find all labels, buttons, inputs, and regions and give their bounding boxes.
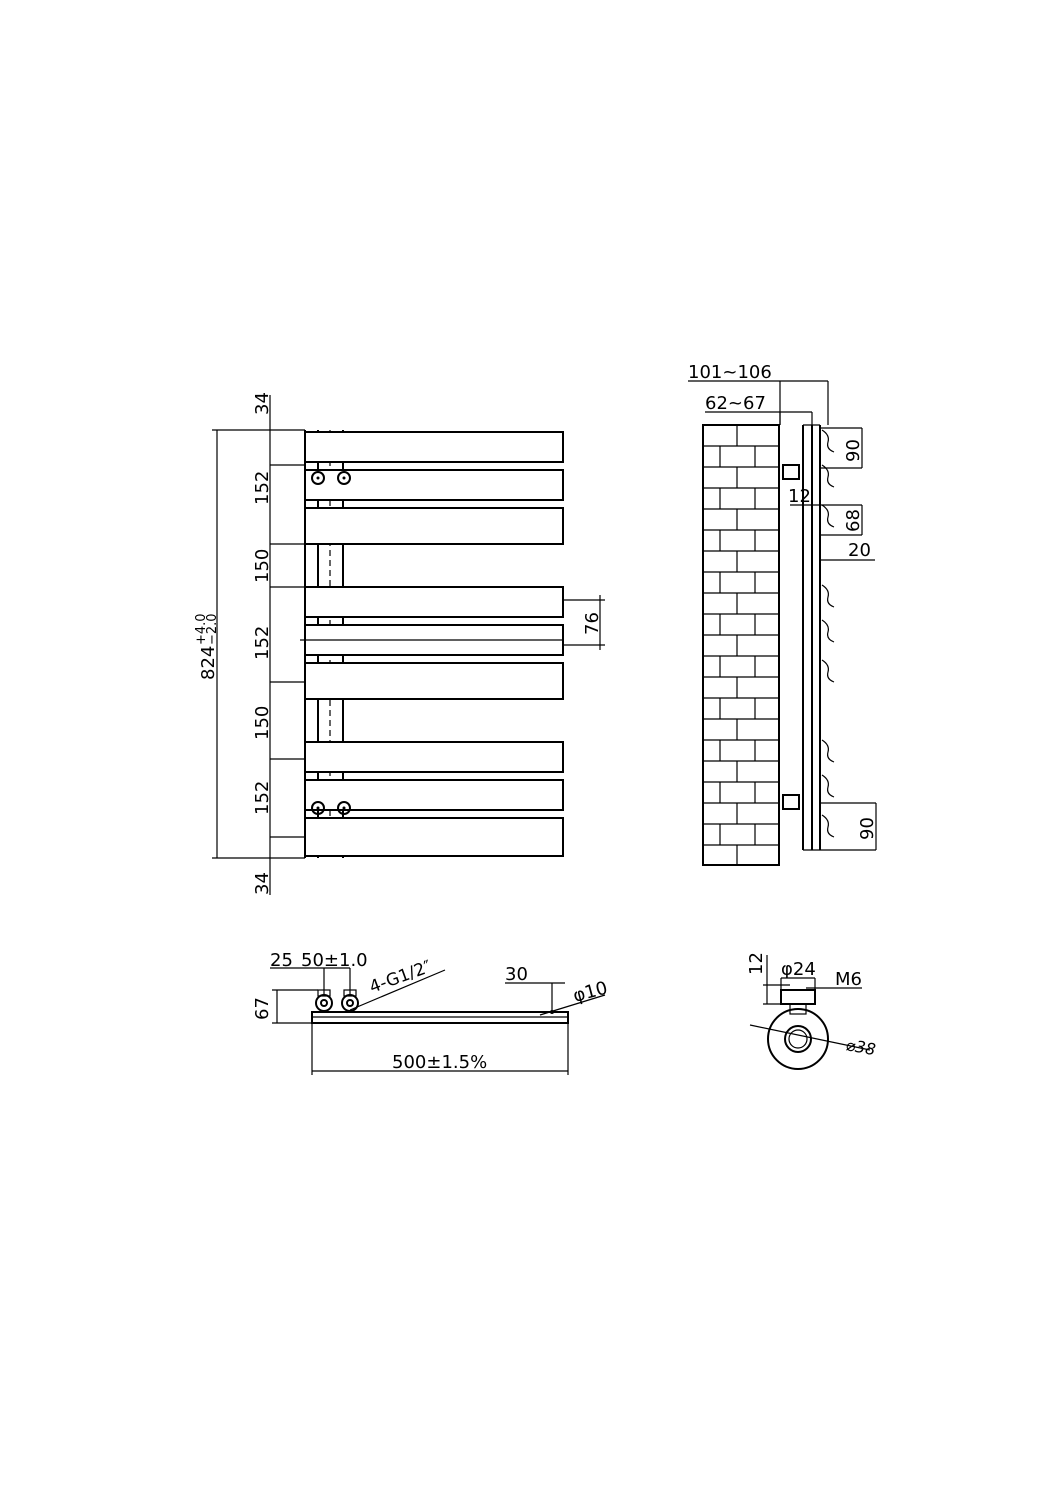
side-view: 101~106 62~67 90 12 68 20 90 xyxy=(688,362,878,866)
dim-side-90-bottom: 90 xyxy=(857,817,878,840)
dim-25: 25 xyxy=(270,950,293,971)
connection-icon xyxy=(311,471,351,815)
dim-connection: 4-G1/2″ xyxy=(367,957,434,998)
dim-67: 67 xyxy=(252,997,273,1020)
dim-overall-height: 824 xyxy=(198,646,219,680)
dim-wall-distance-min: 62~67 xyxy=(705,393,766,414)
front-view: 34 152 150 152 150 152 34 824 +4.0 −2.0 … xyxy=(194,392,605,895)
dim-bar-depth: 76 xyxy=(582,612,603,635)
heating-bars xyxy=(304,431,564,857)
bracket-detail: 12 φ24 M6 ⌀38 xyxy=(746,952,877,1070)
dim-150-top: 150 xyxy=(252,549,273,583)
dim-bracket-phi24: φ24 xyxy=(781,959,816,980)
tol-plus: +4.0 xyxy=(194,613,209,645)
dim-wall-distance-max: 101~106 xyxy=(688,362,772,383)
dim-width: 500±1.5% xyxy=(392,1052,487,1073)
dim-152-mid: 152 xyxy=(252,626,273,660)
dim-side-68: 68 xyxy=(843,509,864,532)
dim-side-20: 20 xyxy=(848,540,871,561)
dim-side-12: 12 xyxy=(788,486,811,507)
dim-side-90-top: 90 xyxy=(843,439,864,462)
dim-top-34: 34 xyxy=(252,392,273,415)
bar-profiles xyxy=(821,429,835,838)
dim-bracket-12: 12 xyxy=(746,952,767,975)
dim-bracket-m6: M6 xyxy=(835,969,862,990)
dim-bracket-phi38: ⌀38 xyxy=(844,1035,877,1059)
dim-150-bottom: 150 xyxy=(252,706,273,740)
dim-152-top: 152 xyxy=(252,471,273,505)
dim-phi10: φ10 xyxy=(571,978,610,1007)
valve-icon xyxy=(315,989,359,1012)
brick-wall-icon xyxy=(702,424,780,866)
dim-30: 30 xyxy=(505,964,528,985)
dim-bottom-34: 34 xyxy=(252,872,273,895)
dim-50: 50±1.0 xyxy=(301,950,368,971)
bottom-view: 25 50±1.0 4-G1/2″ 30 φ10 67 500±1.5% xyxy=(252,950,610,1075)
tol-minus: −2.0 xyxy=(205,613,220,645)
dim-152-bottom: 152 xyxy=(252,781,273,815)
